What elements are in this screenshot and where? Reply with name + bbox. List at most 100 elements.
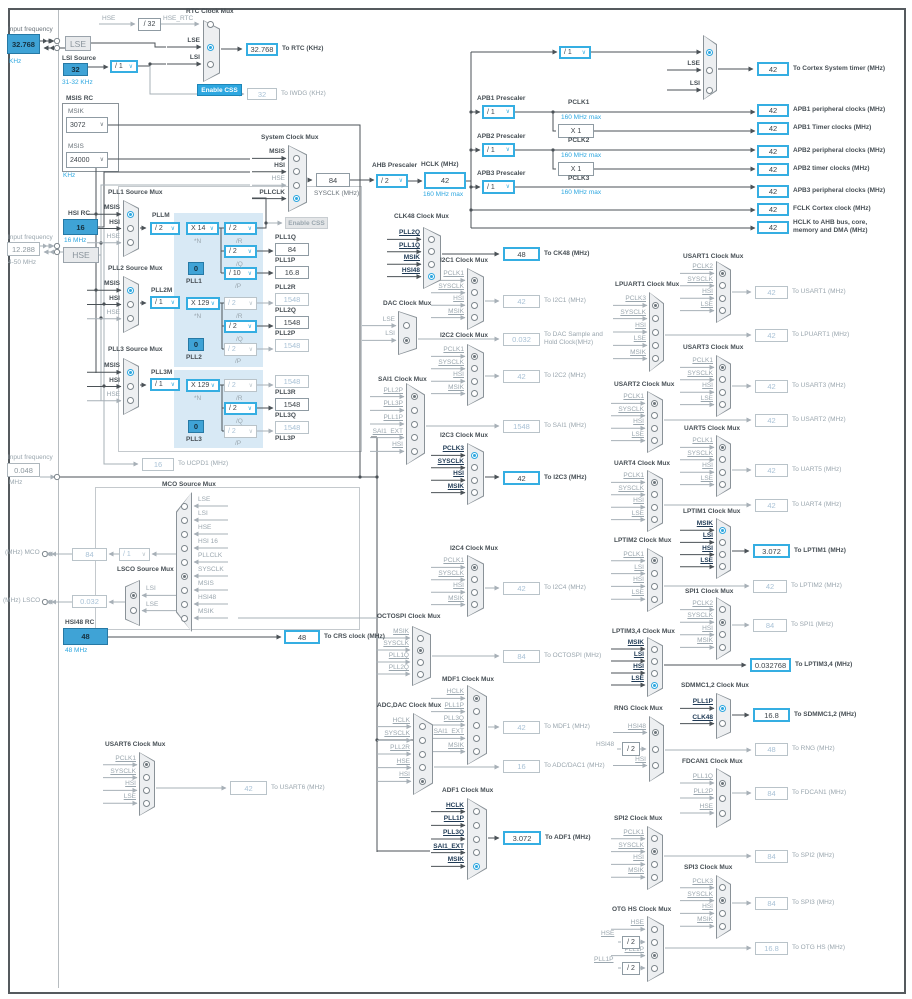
- mux-lptim34-radio-2[interactable]: [650, 669, 658, 677]
- mux-i2c1-radio-0[interactable]: [471, 276, 479, 284]
- mux-adc-dac-radio-3[interactable]: [418, 764, 426, 772]
- mux-lptim2-radio-2[interactable]: [650, 582, 658, 590]
- mux-lpuart1-radio-1[interactable]: [652, 315, 660, 323]
- mux-spi3-radio-3[interactable]: [719, 922, 727, 930]
- mco-prescaler-dropdown[interactable]: / 1∨: [119, 548, 150, 561]
- enable-css-sysclk-button[interactable]: Enable CSS: [285, 217, 328, 229]
- mux-adf1-input-hclk[interactable]: HCLK: [445, 801, 464, 809]
- mux-i2c2-input-sysclk[interactable]: SYSCLK: [438, 358, 464, 366]
- ahb-prescaler-dropdown[interactable]: / 2∨: [376, 174, 408, 188]
- mux-sdmmc-radio-1[interactable]: [719, 720, 727, 728]
- mux-uart5-input-lse[interactable]: LSE: [700, 474, 713, 482]
- mux-usart2-radio-1[interactable]: [650, 412, 658, 420]
- mux-spi2-input-sysclk[interactable]: SYSCLK: [618, 841, 644, 849]
- mux-lptim1-radio-2[interactable]: [719, 551, 727, 559]
- mux-i2c3-input-msik[interactable]: MSIK: [447, 482, 464, 490]
- mux-usart3-input-hsi[interactable]: HSI: [702, 382, 713, 390]
- mux-usart3-input-sysclk[interactable]: SYSCLK: [687, 369, 713, 377]
- mux-rtc-radio-0[interactable]: [207, 20, 215, 28]
- value-hsi48-rc[interactable]: 48: [63, 628, 108, 645]
- lse-source-button[interactable]: LSE: [65, 36, 91, 51]
- mux-clk48-input-msik[interactable]: MSIK: [403, 254, 420, 262]
- mux-usart2-radio-0[interactable]: [650, 399, 658, 407]
- mux-lptim34-input-msik[interactable]: MSIK: [627, 639, 644, 646]
- mux-mdf1-input-pll1p[interactable]: PLL1P: [444, 701, 464, 709]
- mux-system-radio-0[interactable]: [293, 154, 301, 162]
- apb1-prescaler-dropdown[interactable]: / 1∨: [482, 105, 515, 119]
- mux-rng-radio-1[interactable]: [652, 745, 660, 753]
- mux-lpuart1-radio-0[interactable]: [652, 301, 660, 309]
- mux-spi2-radio-3[interactable]: [650, 873, 658, 881]
- mux-uart4-radio-3[interactable]: [650, 516, 658, 524]
- mux-clk48-radio-0[interactable]: [427, 235, 435, 243]
- mux-sai1-input-hsi[interactable]: HSI: [392, 441, 403, 449]
- mux-spi2-input-hsi[interactable]: HSI: [633, 854, 644, 862]
- mux-mco-radio-3[interactable]: [181, 544, 189, 552]
- mux-otg-hs-radio-2[interactable]: [651, 952, 659, 960]
- mux-mdf1-input-hclk[interactable]: HCLK: [446, 688, 464, 696]
- mux-spi1-radio-0[interactable]: [719, 606, 727, 614]
- value-pll2-frac[interactable]: 0: [188, 338, 204, 351]
- mux-adc-dac-input-hclk[interactable]: HCLK: [392, 716, 410, 724]
- mux-adf1-input-msik[interactable]: MSIK: [447, 856, 464, 864]
- mux-lptim1-radio-1[interactable]: [719, 538, 727, 546]
- mux-i2c2-input-msik[interactable]: MSIK: [448, 383, 464, 391]
- mux-lpuart1-radio-3[interactable]: [652, 341, 660, 349]
- value-to-cortex-timer[interactable]: 42: [757, 62, 789, 76]
- mux-pll3-source-radio-1[interactable]: [126, 383, 134, 390]
- mux-usart3-radio-3[interactable]: [719, 401, 727, 409]
- mux-uart4-input-sysclk[interactable]: SYSCLK: [618, 484, 644, 492]
- mux-lptim2-radio-0[interactable]: [650, 557, 658, 565]
- mux-lptim1-radio-0[interactable]: [719, 526, 727, 534]
- mux-systick-radio-0[interactable]: [705, 48, 713, 56]
- value-pll1p-out[interactable]: 16.8: [275, 266, 309, 279]
- value-to-rtc[interactable]: 32.768: [246, 43, 278, 56]
- mux-lpuart1-input-sysclk[interactable]: SYSCLK: [620, 308, 646, 316]
- mux-usart1-input-pclk2[interactable]: PCLK2: [692, 263, 713, 271]
- mux-spi1-radio-2[interactable]: [719, 631, 727, 639]
- mux-dac-radio-1[interactable]: [403, 336, 411, 344]
- value-to-ck48[interactable]: 48: [503, 247, 540, 261]
- mux-usart6-radio-0[interactable]: [142, 761, 150, 769]
- mux-adf1-radio-3[interactable]: [472, 849, 480, 857]
- mux-lpuart1-input-lse[interactable]: LSE: [633, 335, 646, 343]
- mux-lpuart1-radio-2[interactable]: [652, 328, 660, 336]
- value-pll3-frac[interactable]: 0: [188, 420, 204, 433]
- mux-fdcan1-input-pll2p[interactable]: PLL2P: [693, 788, 713, 795]
- value-pll3q-out[interactable]: 1548: [275, 398, 309, 411]
- mux-pll1-source-radio-1[interactable]: [126, 225, 134, 232]
- mux-mco-radio-1[interactable]: [181, 516, 189, 524]
- mux-mco-radio-4[interactable]: [181, 558, 189, 566]
- mux-pll2-source-radio-1[interactable]: [126, 301, 134, 308]
- mux-systick-radio-1[interactable]: [705, 66, 713, 74]
- value-apb2-peripheral[interactable]: 42: [757, 145, 789, 158]
- mux-clk48-radio-3[interactable]: [427, 273, 435, 281]
- lsi-prescaler-dropdown[interactable]: / 1∨: [110, 60, 138, 73]
- mux-sai1-radio-2[interactable]: [411, 420, 419, 428]
- msik-range-dropdown[interactable]: 3072∨: [66, 117, 108, 133]
- mux-adf1-input-sai1-ext[interactable]: SAI1_EXT: [433, 842, 464, 850]
- mux-fdcan1-radio-2[interactable]: [719, 809, 727, 817]
- mux-usart2-input-hsi[interactable]: HSI: [633, 418, 644, 426]
- mux-i2c1-input-hsi[interactable]: HSI: [453, 295, 464, 303]
- pll2-p-dropdown[interactable]: / 2∨: [224, 343, 257, 356]
- mux-i2c2-radio-0[interactable]: [471, 352, 479, 360]
- mux-usart2-radio-3[interactable]: [650, 437, 658, 445]
- mux-usart6-input-hsi[interactable]: HSI: [125, 780, 136, 788]
- mux-spi3-radio-1[interactable]: [719, 897, 727, 905]
- mux-mdf1-radio-1[interactable]: [472, 708, 480, 716]
- mux-adc-dac-input-pll2r[interactable]: PLL2R: [390, 744, 410, 751]
- mux-spi2-radio-2[interactable]: [650, 860, 658, 868]
- pll2-r-dropdown[interactable]: / 2∨: [224, 297, 257, 310]
- mux-spi2-input-msik[interactable]: MSIK: [628, 867, 644, 875]
- mux-octospi-radio-0[interactable]: [417, 634, 425, 642]
- mux-lptim34-input-hsi[interactable]: HSI: [633, 663, 644, 670]
- mux-spi3-input-msik[interactable]: MSIK: [697, 916, 713, 924]
- value-lse-input-freq[interactable]: 32.768: [7, 34, 40, 54]
- mux-spi3-input-sysclk[interactable]: SYSCLK: [687, 890, 713, 898]
- mux-sai1-radio-0[interactable]: [411, 393, 419, 401]
- pll1-n-dropdown[interactable]: X 14∨: [186, 222, 219, 235]
- mux-usart1-input-sysclk[interactable]: SYSCLK: [687, 275, 713, 283]
- mux-usart1-input-lse[interactable]: LSE: [700, 300, 713, 308]
- mux-rng-radio-2[interactable]: [652, 762, 660, 769]
